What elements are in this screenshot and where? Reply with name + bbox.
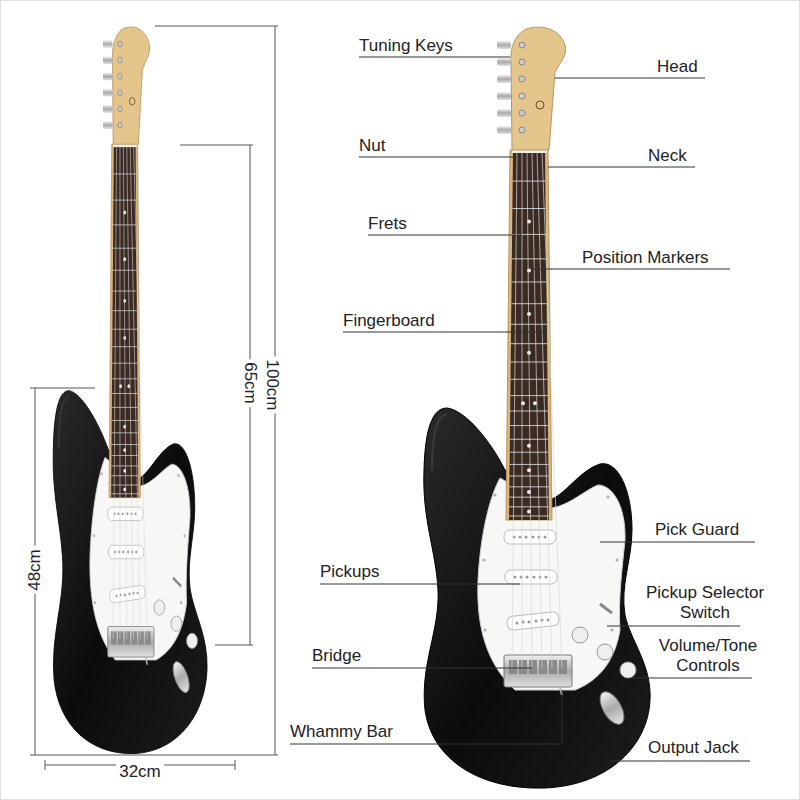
dimension-label: 32cm bbox=[116, 762, 164, 782]
dimension-label: 48cm bbox=[25, 546, 45, 594]
dimension-label: 100cm bbox=[262, 356, 282, 413]
part-label: Pickup Selector Switch bbox=[630, 583, 780, 623]
part-label: Frets bbox=[368, 214, 407, 234]
part-label: Pickups bbox=[320, 562, 380, 582]
part-label: Volume/Tone Controls bbox=[653, 636, 763, 676]
part-label: Tuning Keys bbox=[359, 36, 453, 56]
dimension-label: 65cm bbox=[240, 359, 260, 407]
part-label: Head bbox=[657, 57, 698, 77]
part-label: Pick Guard bbox=[655, 520, 739, 540]
part-label: Output Jack bbox=[648, 738, 739, 758]
guitar-front-view bbox=[424, 27, 650, 788]
part-label: Bridge bbox=[312, 646, 361, 666]
part-label: Position Markers bbox=[582, 248, 709, 268]
part-label: Nut bbox=[359, 136, 385, 156]
part-label: Neck bbox=[648, 146, 687, 166]
leader-lines bbox=[290, 57, 755, 761]
dimension-lines bbox=[30, 26, 278, 770]
part-label: Fingerboard bbox=[343, 311, 435, 331]
guitar-side-view bbox=[53, 27, 207, 754]
part-label: Whammy Bar bbox=[290, 722, 393, 742]
